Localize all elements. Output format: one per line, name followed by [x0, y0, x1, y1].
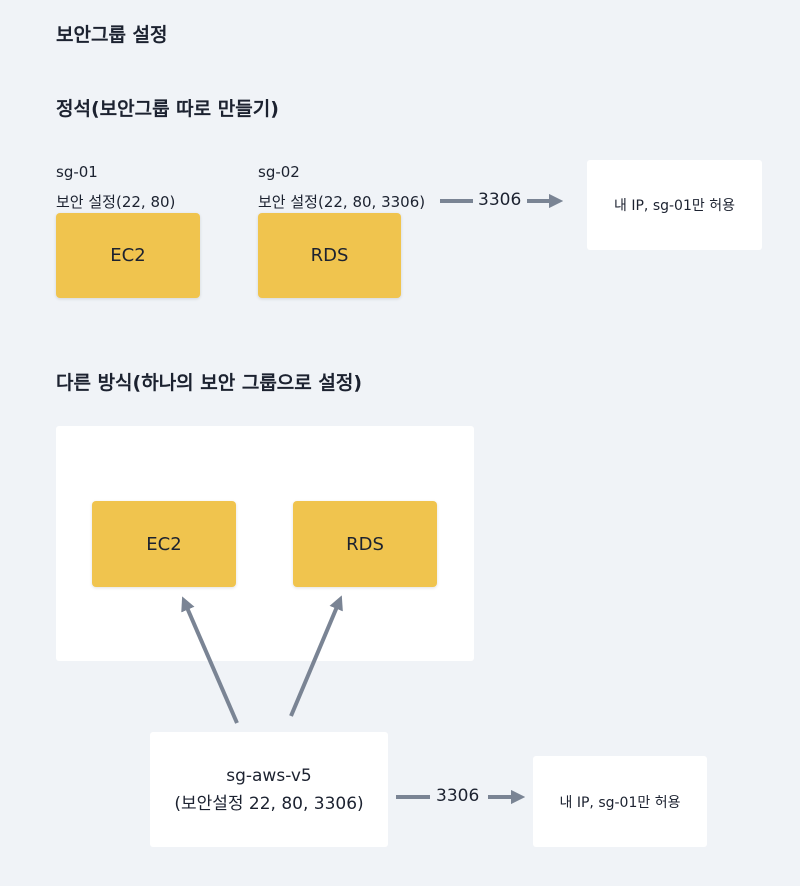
rds-box-shared: RDS [293, 501, 437, 587]
sg-02-name: sg-02 [258, 163, 300, 181]
allowed-sources-card-shared: 내 IP, sg-01만 허용 [533, 756, 707, 847]
allowed-sources-card: 내 IP, sg-01만 허용 [587, 160, 762, 250]
allowed-sources-text: 내 IP, sg-01만 허용 [614, 198, 735, 214]
sg-01-rule: 보안 설정(22, 80) [56, 193, 176, 211]
sg-02-rule: 보안 설정(22, 80, 3306) [258, 193, 426, 211]
sg-01-name: sg-01 [56, 163, 98, 181]
page-title: 보안그룹 설정 [56, 24, 168, 46]
arrow-sg-to-rds [289, 595, 343, 717]
allowed-sources-text-shared: 내 IP, sg-01만 허용 [559, 794, 681, 811]
sg-aws-v5-rule: (보안설정 22, 80, 3306) [174, 793, 364, 814]
sg-aws-v5-name: sg-aws-v5 [226, 765, 312, 786]
ec2-box-shared: EC2 [92, 501, 236, 587]
section2-heading: 다른 방식(하나의 보안 그룹으로 설정) [56, 372, 363, 394]
port-3306-label: 3306 [478, 190, 522, 210]
arrow-sg-to-ec2 [181, 596, 239, 724]
ec2-box: EC2 [56, 213, 200, 298]
shared-security-group-card: sg-aws-v5 (보안설정 22, 80, 3306) [150, 732, 388, 847]
section1-heading: 정석(보안그룹 따로 만들기) [56, 98, 279, 120]
rds-box: RDS [258, 213, 401, 298]
port-3306-label-shared: 3306 [436, 786, 480, 806]
